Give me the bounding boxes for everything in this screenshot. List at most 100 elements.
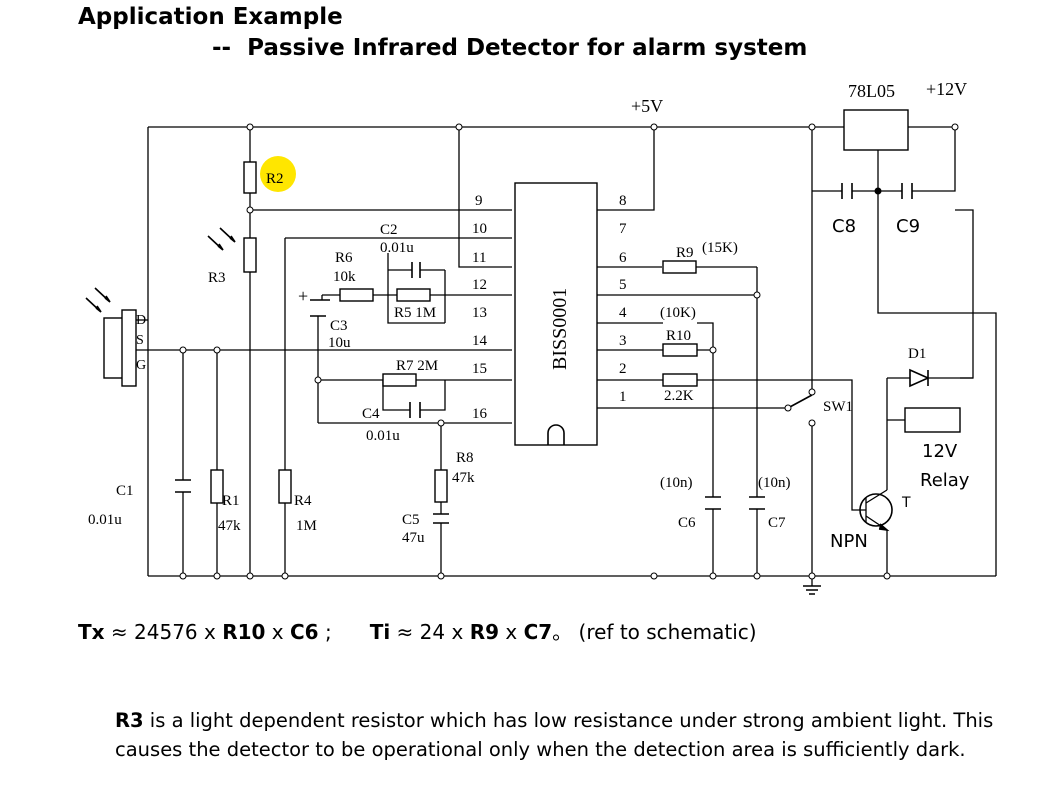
pin-3: 3 (619, 333, 627, 349)
capacitor-c9 (901, 183, 913, 199)
label-r8-val: 47k (452, 470, 475, 486)
pins-right: 8 7 6 5 4 3 2 1 (619, 193, 627, 405)
label-r4: R4 (294, 493, 312, 509)
resistor-r4 (278, 469, 292, 504)
ic-label: BISS0001 (549, 288, 571, 370)
pin-6: 6 (619, 250, 627, 266)
formula-sep1: ; (318, 620, 332, 644)
label-r10: R10 (666, 328, 691, 344)
formula-r10: R10 (222, 620, 266, 644)
label-r7: R7 2M (396, 358, 438, 374)
pin-2: 2 (619, 361, 627, 377)
label-pir-g: G (136, 358, 146, 373)
pin-4: 4 (619, 305, 627, 321)
resistor-r8 (434, 469, 448, 503)
formula-c7: C7 (523, 620, 553, 644)
label-t: T (901, 495, 911, 511)
pin-8: 8 (619, 193, 627, 209)
label-sw1: SW1 (823, 399, 853, 415)
page-title: Application Example (78, 4, 343, 30)
resistor-r9 (662, 260, 697, 274)
pin-14: 14 (472, 333, 488, 349)
capacitor-c2 (411, 262, 421, 278)
page-subtitle: -- Passive Infrared Detector for alarm s… (212, 35, 808, 61)
label-c2: C2 (380, 222, 398, 238)
pir-sensor-pins (121, 309, 137, 387)
label-2k2: 2.2K (664, 388, 694, 404)
label-r6: R6 (335, 250, 353, 266)
label-d1: D1 (908, 346, 926, 362)
resistor-r6 (339, 288, 374, 302)
label-r9: R9 (676, 245, 694, 261)
label-c5: C5 (402, 512, 420, 528)
label-r5: R5 1M (394, 305, 436, 321)
pin-10: 10 (472, 221, 487, 237)
capacitor-c7 (749, 496, 765, 510)
formula-sep2: 。 (ref to schematic) (552, 620, 757, 644)
formula-tx: Tx (78, 620, 105, 644)
label-c6-val: (10n) (660, 475, 693, 491)
label-r1: R1 (222, 493, 240, 509)
wires (136, 126, 997, 586)
relay-coil (904, 407, 961, 433)
label-r2: R2 (266, 171, 284, 187)
formula-tx-text: ≈ 24576 x (104, 620, 223, 644)
label-r10-val: (10K) (660, 305, 696, 321)
capacitor-c4 (409, 402, 421, 418)
formula-x2: x (499, 620, 524, 644)
note-text: is a light dependent resistor which has … (115, 709, 994, 761)
capacitor-c6 (705, 496, 721, 510)
components (103, 109, 961, 504)
ic-biss0001 (514, 182, 598, 446)
capacitor-c8 (841, 183, 853, 199)
label-r1-val: 47k (218, 518, 241, 534)
capacitor-c5 (433, 513, 449, 524)
pin-16: 16 (472, 406, 488, 422)
label-r9-val: (15K) (702, 240, 738, 256)
pin-9: 9 (475, 193, 483, 209)
pin-12: 12 (472, 277, 487, 293)
pin-11: 11 (472, 250, 486, 266)
transistor-npn (859, 493, 893, 527)
timing-formula: Tx ≈ 24576 x R10 x C6 ;Ti ≈ 24 x R9 x C7… (78, 616, 757, 645)
label-c9: C9 (896, 216, 920, 237)
r3-note: R3 is a light dependent resistor which h… (115, 706, 1045, 764)
label-relay: Relay (920, 470, 970, 491)
label-c3-plus: + (298, 286, 308, 306)
resistor-r5 (396, 288, 431, 302)
label-c3-val: 10u (328, 335, 351, 351)
capacitor-c3 (310, 299, 330, 317)
resistor-r2 (243, 161, 257, 194)
regulator-78l05 (843, 109, 909, 151)
resistor-r7 (382, 373, 417, 387)
diode-d1 (909, 368, 930, 388)
label-r3: R3 (208, 270, 226, 286)
label-c2-val: 0.01u (380, 240, 414, 256)
label-c7: C7 (768, 515, 786, 531)
label-c6: C6 (678, 515, 696, 531)
formula-ti-text: ≈ 24 x (390, 620, 470, 644)
resistor-2k2 (662, 373, 698, 387)
ic-notch (547, 424, 565, 445)
pir-schematic: BISS0001 9 10 11 12 13 14 15 16 8 7 6 5 … (85, 79, 997, 595)
label-c4-val: 0.01u (366, 428, 400, 444)
label-vcc5: +5V (631, 96, 663, 116)
label-pir-s: S (136, 333, 144, 348)
junctions (179, 123, 959, 580)
label-c8: C8 (832, 216, 856, 237)
component-labels: +5V 78L05 +12V C8 C9 R2 R3 C2 0.01u R6 1… (88, 79, 970, 552)
pin-1: 1 (619, 389, 627, 405)
pin-13: 13 (472, 305, 487, 321)
resistor-r10 (662, 343, 698, 357)
label-c5-val: 47u (402, 530, 425, 546)
label-vcc12: +12V (926, 79, 967, 99)
label-relay-v: 12V (922, 441, 958, 462)
label-c4: C4 (362, 406, 380, 422)
capacitor-c1 (175, 479, 191, 493)
label-c1: C1 (116, 483, 134, 499)
label-r6-val: 10k (333, 269, 356, 285)
formula-x1: x (265, 620, 290, 644)
pins-left: 9 10 11 12 13 14 15 16 (472, 193, 488, 422)
label-r4-val: 1M (296, 518, 317, 534)
label-pir-d: D (136, 313, 146, 328)
